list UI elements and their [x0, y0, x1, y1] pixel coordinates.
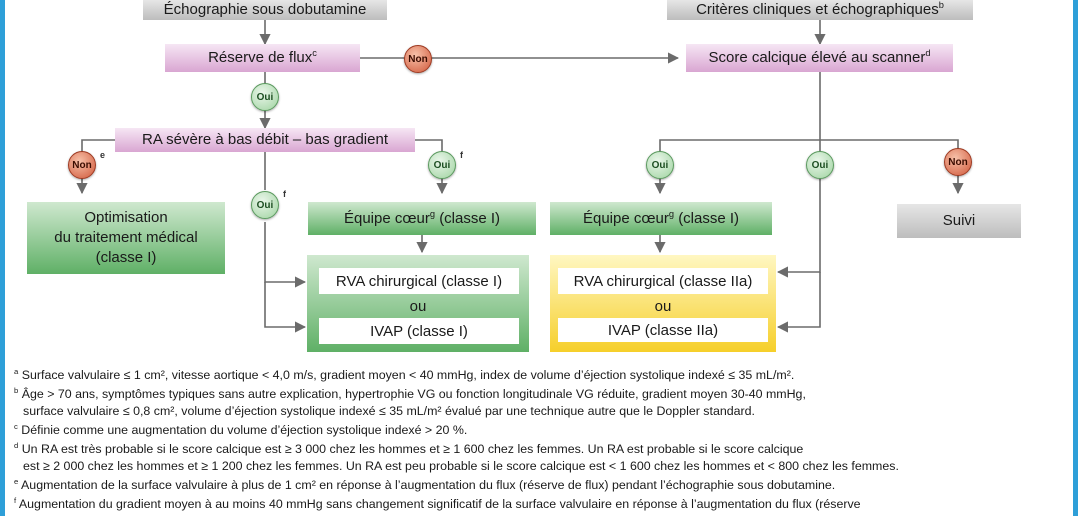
arrow-oui-to-rva1	[264, 222, 307, 288]
arrow-oui-to-ivap2a	[776, 272, 821, 333]
optimisation-label-1: Optimisation	[84, 208, 168, 226]
footnote-a: a Surface valvulaire ≤ 1 cm², vitesse ao…	[14, 367, 795, 383]
score-calcique-label: Score calcique élevé au scannerd	[708, 48, 931, 67]
ra-severe-box: RA sévère à bas débit – bas gradient	[115, 128, 415, 152]
optimisation-label-3: (classe I)	[95, 249, 157, 267]
ra-severe-label: RA sévère à bas débit – bas gradient	[142, 130, 388, 148]
badge-oui-ra-right: Oui	[428, 151, 456, 179]
optimisation-label-2: du traitement médical	[54, 228, 198, 246]
footnote-b-cont: surface valvulaire ≤ 0,8 cm², volume d’é…	[23, 403, 755, 418]
arrow-oui-to-rva2a	[776, 178, 821, 278]
criteres-box: Critères cliniques et échographiquesb	[667, 0, 973, 20]
ivap-classe2a: IVAP (classe IIa)	[558, 318, 768, 342]
badge-oui-score-middle: Oui	[806, 151, 834, 179]
badge-oui-ra-middle: Oui	[251, 191, 279, 219]
ref-e-non: e	[100, 150, 106, 160]
score-calcique-box: Score calcique élevé au scannerd	[686, 44, 953, 72]
ref-f-oui-right: f	[460, 150, 463, 160]
ou-classe1: ou	[409, 298, 427, 315]
optimisation-box: Optimisation du traitement médical (clas…	[27, 202, 225, 274]
equipe-coeur-box-1: Équipe cœurg (classe I)	[308, 202, 536, 235]
footnotes: a Surface valvulaire ≤ 1 cm², vitesse ao…	[14, 364, 1064, 512]
footnote-d: d Un RA est très probable si le score ca…	[14, 441, 804, 457]
criteres-label: Critères cliniques et échographiquesb	[696, 0, 944, 19]
footnote-c: c Définie comme une augmentation du volu…	[14, 421, 468, 437]
ref-f-oui-middle: f	[283, 189, 286, 199]
badge-non-ra: Non	[68, 151, 96, 179]
badge-oui-score-left: Oui	[646, 151, 674, 179]
suivi-box: Suivi	[897, 204, 1021, 238]
footnote-e: e Augmentation de la surface valvulaire …	[14, 476, 836, 492]
badge-oui-reserve: Oui	[251, 83, 279, 111]
arrow-score-oui-equipe2	[654, 139, 820, 195]
echo-dobutamine-label: Échographie sous dobutamine	[163, 0, 367, 18]
arrow-score-non-suivi	[820, 139, 964, 195]
footnote-b: b Âge > 70 ans, symptômes typiques sans …	[14, 386, 806, 402]
footnote-f: f Augmentation du gradient moyen à au mo…	[14, 496, 861, 512]
echo-dobutamine-box: Échographie sous dobutamine	[143, 0, 387, 20]
footnote-d-cont: est ≥ 2 000 chez les hommes et ≥ 1 200 c…	[23, 458, 899, 473]
rva-classe2a: RVA chirurgical (classe IIa)	[558, 268, 768, 294]
equipe-coeur-box-2: Équipe cœurg (classe I)	[550, 202, 772, 235]
reserve-flux-label: Réserve de fluxc	[208, 48, 317, 67]
equipe-coeur-label-2: Équipe cœurg (classe I)	[582, 208, 740, 227]
suivi-label: Suivi	[942, 211, 976, 229]
badge-non-score: Non	[944, 148, 972, 176]
reserve-flux-box: Réserve de fluxc	[165, 44, 360, 72]
equipe-coeur-label-1: Équipe cœurg (classe I)	[343, 208, 501, 227]
badge-non-reserve: Non	[404, 45, 432, 73]
ou-classe2a: ou	[654, 298, 672, 315]
rva-classe1: RVA chirurgical (classe I)	[319, 268, 519, 294]
arrow-oui-to-ivap1	[264, 282, 307, 333]
ivap-classe1: IVAP (classe I)	[319, 318, 519, 344]
